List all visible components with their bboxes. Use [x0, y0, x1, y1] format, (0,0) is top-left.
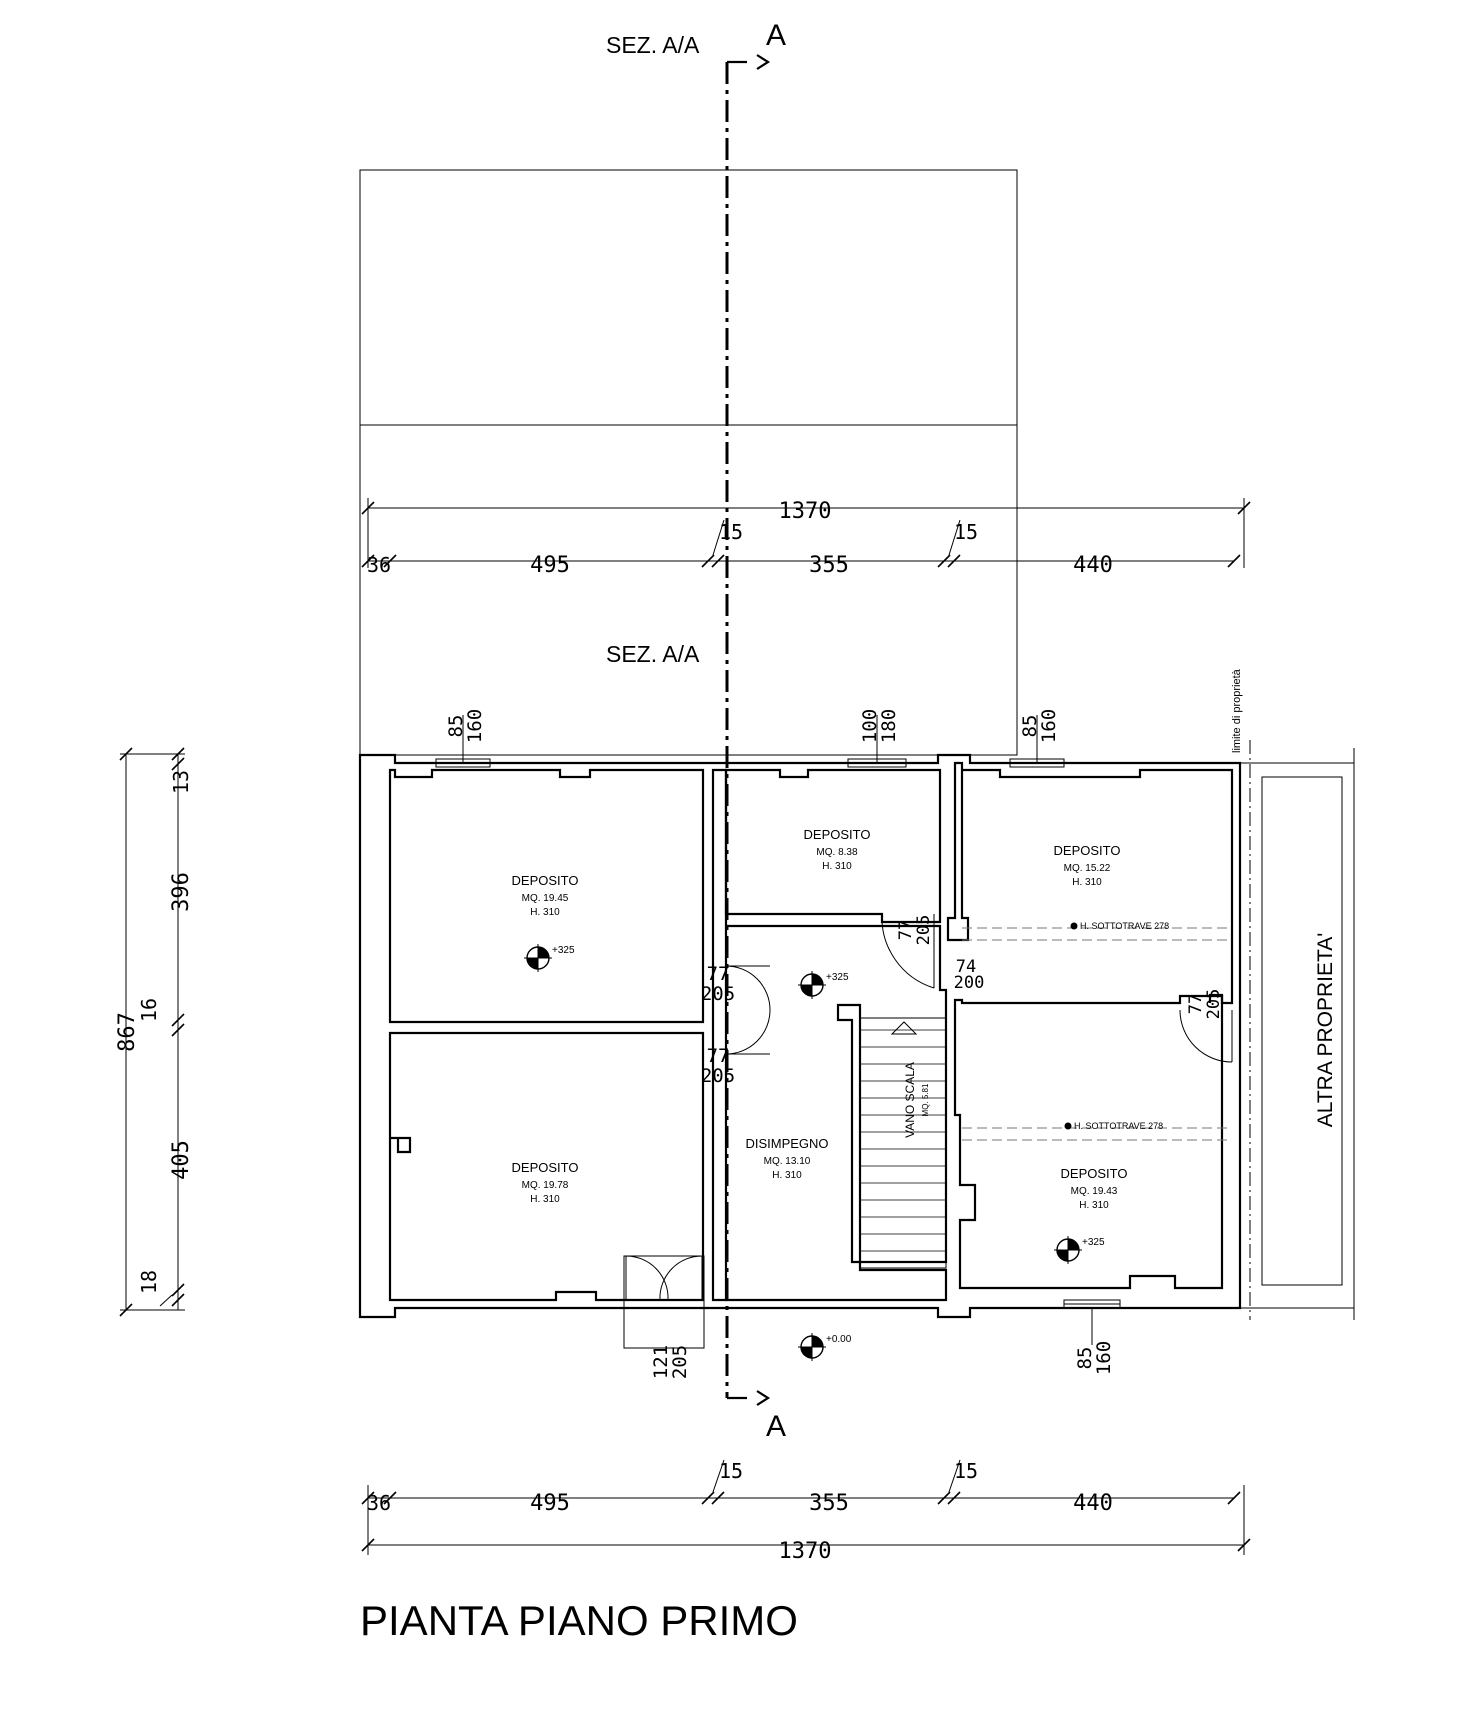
room-ne-height: H. 310 — [1072, 877, 1102, 888]
room-nw-area: MQ. 19.45 — [522, 893, 569, 904]
dim-bottom-seg6: 440 — [1073, 1491, 1113, 1516]
dim-left-seg4: 405 — [169, 1140, 194, 1180]
level-marker-nw-icon — [524, 944, 552, 972]
door2-width: 77 — [707, 1045, 730, 1067]
room-se-name: DEPOSITO — [1061, 1166, 1128, 1181]
door4-height: 200 — [954, 973, 985, 993]
level-marker-se-icon — [1054, 1236, 1082, 1264]
level-nw: +325 — [552, 945, 575, 956]
section-label-top: SEZ. A/A — [606, 32, 700, 58]
bottom-dimension-chain — [361, 1459, 1251, 1555]
room-n-name: DEPOSITO — [804, 827, 871, 842]
level-disimpegno: +325 — [826, 972, 849, 983]
room-disimpegno-height: H. 310 — [772, 1170, 802, 1181]
win1-height: 160 — [464, 709, 486, 743]
top-dimension-chain — [361, 498, 1251, 568]
dim-top-seg5: 15 — [954, 520, 978, 544]
win1-width: 85 — [445, 715, 467, 738]
dim-top-overall: 1370 — [779, 499, 832, 524]
room-ne-area: MQ. 15.22 — [1064, 863, 1111, 874]
upper-outline — [359, 169, 1018, 756]
room-n-height: H. 310 — [822, 861, 852, 872]
dim-top-seg2: 495 — [530, 553, 570, 578]
dim-left-seg5: 18 — [137, 1270, 161, 1294]
door5-width: 77 — [1186, 994, 1206, 1014]
dim-left-seg3: 16 — [137, 998, 161, 1022]
door3-height: 205 — [914, 915, 934, 946]
level-marker-disimpegno-icon — [798, 971, 826, 999]
beam-marker-se-icon — [1064, 1122, 1072, 1130]
dim-left-seg2: 396 — [169, 872, 194, 912]
beam-marker-ne-icon — [1070, 922, 1078, 930]
room-se-height: H. 310 — [1079, 1200, 1109, 1211]
level-exterior: +0.00 — [826, 1334, 852, 1345]
door2-height: 205 — [701, 1065, 735, 1087]
room-nw-height: H. 310 — [530, 907, 560, 918]
room-se-beam: H. SOTTOTRAVE 278 — [1074, 1121, 1163, 1131]
section-letter-bottom: A — [766, 1410, 786, 1443]
dim-bottom-seg4: 355 — [809, 1491, 849, 1516]
building-walls — [358, 753, 1242, 1319]
win3-width: 85 — [1019, 715, 1041, 738]
win4-width: 85 — [1074, 1347, 1096, 1370]
stair-arrow-icon — [890, 1021, 918, 1035]
win2-width: 100 — [859, 709, 881, 743]
door4-width: 74 — [956, 957, 976, 977]
dim-bottom-seg1: 36 — [367, 1491, 391, 1515]
room-se-area: MQ. 19.43 — [1071, 1186, 1118, 1197]
door6-height: 205 — [669, 1345, 691, 1379]
drawing-title: PIANTA PIANO PRIMO — [360, 1597, 798, 1644]
section-arrow-bottom — [727, 1390, 771, 1406]
neighbor-label: ALTRA PROPRIETA' — [1314, 933, 1337, 1128]
dim-left-seg1: 13 — [169, 770, 193, 794]
room-nw-name: DEPOSITO — [512, 873, 579, 888]
dim-bottom-seg3: 15 — [719, 1459, 743, 1483]
room-sw-name: DEPOSITO — [512, 1160, 579, 1175]
level-se: +325 — [1082, 1237, 1105, 1248]
section-label-middle: SEZ. A/A — [606, 641, 700, 667]
left-dimension-chain — [119, 747, 185, 1317]
win3-height: 160 — [1038, 709, 1060, 743]
door5-height: 205 — [1204, 989, 1224, 1020]
room-scala-area: MQ. 5.81 — [921, 1083, 930, 1116]
room-scala-name: VANO SCALA — [903, 1062, 917, 1138]
door1-height: 205 — [701, 983, 735, 1005]
room-sw-area: MQ. 19.78 — [522, 1180, 569, 1191]
door1-width: 77 — [707, 963, 730, 985]
room-n-area: MQ. 8.38 — [816, 847, 858, 858]
dim-bottom-seg5: 15 — [954, 1459, 978, 1483]
room-disimpegno-area: MQ. 13.10 — [764, 1156, 811, 1167]
room-disimpegno-name: DISIMPEGNO — [745, 1136, 828, 1151]
room-sw-height: H. 310 — [530, 1194, 560, 1205]
dim-bottom-overall: 1370 — [779, 1539, 832, 1564]
dim-top-seg1: 36 — [367, 553, 391, 577]
level-marker-exterior-icon — [798, 1333, 826, 1361]
door3-width: 77 — [896, 920, 916, 940]
door6-width: 121 — [650, 1345, 672, 1379]
dim-top-seg3: 15 — [719, 520, 743, 544]
dim-top-seg4: 355 — [809, 553, 849, 578]
dim-left-total: 867 — [115, 1012, 140, 1052]
win2-height: 180 — [878, 709, 900, 743]
windows — [435, 715, 1121, 1345]
win4-height: 160 — [1093, 1341, 1115, 1375]
dim-bottom-seg2: 495 — [530, 1491, 570, 1516]
room-ne-name: DEPOSITO — [1054, 843, 1121, 858]
dim-top-seg6: 440 — [1073, 553, 1113, 578]
stair-treads — [860, 1029, 946, 1252]
room-ne-beam: H. SOTTOTRAVE 278 — [1080, 921, 1169, 931]
section-letter-top: A — [766, 19, 786, 52]
section-arrow-top — [727, 54, 771, 70]
doors — [623, 913, 1233, 1349]
property-limit-label: limite di proprietà — [1231, 668, 1243, 753]
neighbor-building — [1261, 776, 1343, 1286]
